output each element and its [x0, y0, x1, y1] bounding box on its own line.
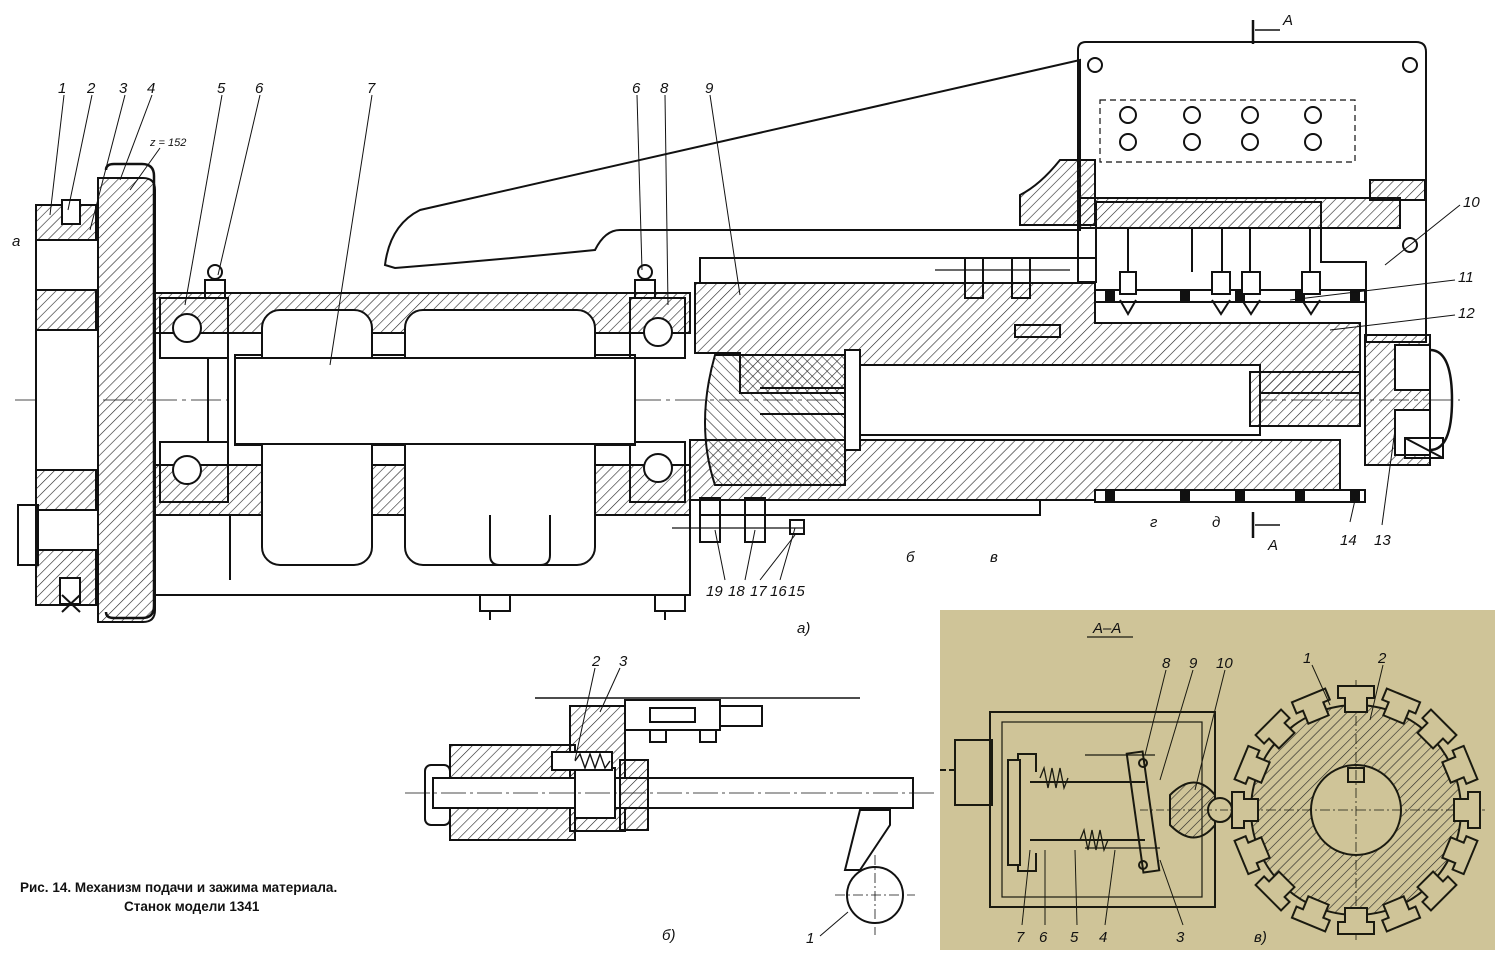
control-housing	[1019, 41, 1427, 343]
callout-18: 18	[728, 583, 745, 600]
callout-14: 14	[1340, 532, 1357, 549]
grease-nipple-right	[634, 264, 656, 299]
section-leaders	[1021, 664, 1384, 926]
section-callout-1: 1	[1303, 650, 1311, 667]
callout-17: 17	[750, 583, 767, 600]
callout-16: 16	[770, 583, 787, 600]
callout-15: 15	[788, 583, 805, 600]
letter-d: д	[1212, 514, 1220, 531]
callout-2: 2	[86, 80, 96, 97]
view-label-b: б)	[662, 927, 675, 944]
feed-lever	[383, 58, 1081, 270]
callout-11: 11	[1458, 269, 1474, 286]
callout-7: 7	[367, 80, 376, 97]
handle-callout-3: 3	[619, 653, 628, 670]
handle-callouts: 2 3 1 б)	[591, 653, 814, 947]
section-callout-2: 2	[1377, 650, 1387, 667]
section-arrow-top	[1251, 20, 1280, 44]
feed-tube	[689, 257, 1361, 516]
main-view	[15, 41, 1460, 623]
pusher-2	[1183, 106, 1201, 272]
gear-tooth	[1231, 791, 1259, 829]
section-callout-10: 10	[1216, 655, 1233, 672]
section-arrow-bottom	[1251, 512, 1280, 538]
section-mark-top: А	[1282, 12, 1293, 29]
star-gear-teeth	[1231, 685, 1481, 935]
star-gear	[1230, 680, 1485, 940]
section-callout-4: 4	[1099, 929, 1107, 946]
callout-10: 10	[1463, 194, 1480, 211]
gear-tooth	[1233, 834, 1271, 876]
pusher-3	[1211, 106, 1261, 316]
spindle-housing	[154, 292, 691, 620]
callout-4: 4	[147, 80, 155, 97]
gear-tooth	[1380, 687, 1422, 725]
adjust-screws-bottom	[672, 497, 805, 543]
handle-view	[405, 667, 935, 937]
rocker-lever	[1125, 750, 1161, 874]
section-mark-bottom: А	[1267, 537, 1278, 554]
pushers	[1119, 106, 1322, 317]
caption-line-2: Станок модели 1341	[124, 899, 260, 914]
sleeve-teeth	[1105, 290, 1360, 502]
pusher-4	[1301, 106, 1322, 316]
letter-v: в	[990, 549, 998, 566]
adjust-screws-top	[935, 257, 1070, 338]
main-callouts: 1 2 3 4 5 6 7 6 8 9 10 11 12 13 14 15 16…	[12, 80, 1480, 637]
handle-callout-2: 2	[591, 653, 601, 670]
section-callout-9: 9	[1189, 655, 1198, 672]
main-leaders	[49, 94, 1461, 581]
gear-tooth	[1233, 744, 1271, 786]
callout-8: 8	[660, 80, 669, 97]
handle-callout-1: 1	[806, 930, 814, 947]
bearing-left	[159, 297, 229, 503]
gear-tooth	[1380, 895, 1422, 933]
callout-13: 13	[1374, 532, 1391, 549]
section-callout-5: 5	[1070, 929, 1079, 946]
gear-tooth	[1254, 870, 1296, 912]
gear-tooth	[1290, 895, 1332, 933]
view-label-v: в)	[1254, 929, 1267, 946]
gear-tooth	[1337, 907, 1375, 935]
callout-6: 6	[255, 80, 264, 97]
gear-teeth-count: z = 152	[149, 137, 186, 149]
grease-nipple-left	[204, 264, 226, 299]
callout-19: 19	[706, 583, 723, 600]
gear-tooth	[1254, 708, 1296, 750]
callout-12: 12	[1458, 305, 1475, 322]
gear-tooth	[1453, 791, 1481, 829]
pusher-1	[1119, 106, 1137, 317]
callout-6b: 6	[632, 80, 641, 97]
callout-3: 3	[119, 80, 128, 97]
section-title: А–А	[1092, 620, 1121, 637]
spindle-shaft	[234, 357, 636, 445]
section-callout-7: 7	[1016, 929, 1025, 946]
gear-tooth	[1337, 685, 1375, 713]
gear-tooth	[1290, 687, 1332, 725]
section-callouts: А–А 8 9 10 1 2 7 6 5 4 3 в)	[1016, 620, 1387, 946]
gear-tooth	[1416, 708, 1458, 750]
caption-line-1: Рис. 14. Механизм подачи и зажима матери…	[20, 880, 338, 895]
bearing-right	[629, 297, 686, 503]
letter-g: г	[1150, 514, 1158, 531]
gear-tooth	[1441, 834, 1479, 876]
view-label-a: а)	[797, 620, 810, 637]
section-callout-3: 3	[1176, 929, 1185, 946]
letter-b: б	[906, 549, 915, 566]
collet-head	[1364, 334, 1454, 466]
figure-caption: Рис. 14. Механизм подачи и зажима матери…	[20, 878, 337, 916]
section-view	[940, 636, 1233, 908]
crank-arm	[843, 809, 891, 871]
gear-tooth	[1416, 870, 1458, 912]
section-callout-8: 8	[1162, 655, 1171, 672]
left-gear-housing	[17, 162, 156, 623]
letter-a: а	[12, 233, 20, 250]
callout-9: 9	[705, 80, 714, 97]
callout-1: 1	[58, 80, 66, 97]
gear-tooth	[1441, 744, 1479, 786]
callout-5: 5	[217, 80, 226, 97]
section-callout-6: 6	[1039, 929, 1048, 946]
